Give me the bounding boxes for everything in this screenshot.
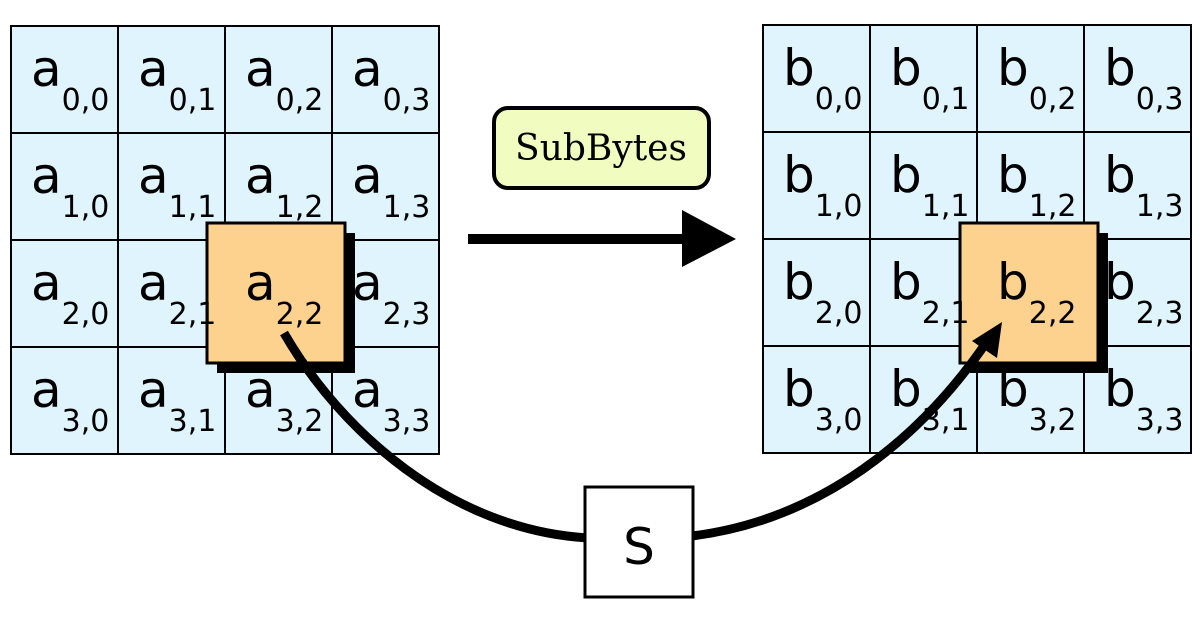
- cell-b-1-3: [1083, 131, 1192, 240]
- cell-a-0-2: [224, 25, 333, 134]
- cell-a-3-1: [117, 346, 226, 455]
- cell-b-1-1: [869, 131, 978, 240]
- cell-a-0-1: [117, 25, 226, 134]
- subbytes-label-box: SubBytes: [492, 106, 711, 190]
- cell-b-0-2: [976, 24, 1085, 133]
- sbox-label: S: [623, 518, 655, 576]
- cell-a-0-0: [10, 25, 119, 134]
- cell-b-0-1: [869, 24, 978, 133]
- state-matrix-a: a0,0a0,1a0,2a0,3a1,0a1,1a1,2a1,3a2,0a2,1…: [10, 25, 440, 455]
- sbox: S: [583, 485, 695, 599]
- highlight-cell-a: [205, 221, 347, 365]
- cell-b-3-0: [762, 345, 871, 454]
- transform-arrow: [468, 210, 736, 267]
- cell-b-0-0: [762, 24, 871, 133]
- cell-b-2-0: [762, 238, 871, 347]
- cell-a-0-3: [331, 25, 440, 134]
- cell-a-1-3: [331, 132, 440, 241]
- cell-a-3-0: [10, 346, 119, 455]
- cell-b-1-2: [976, 131, 1085, 240]
- sbox-curve-arrow: [280, 322, 1002, 543]
- state-matrix-b: b0,0b0,1b0,2b0,3b1,0b1,1b1,2b1,3b2,0b2,1…: [762, 24, 1192, 454]
- subbytes-label: SubBytes: [515, 128, 687, 169]
